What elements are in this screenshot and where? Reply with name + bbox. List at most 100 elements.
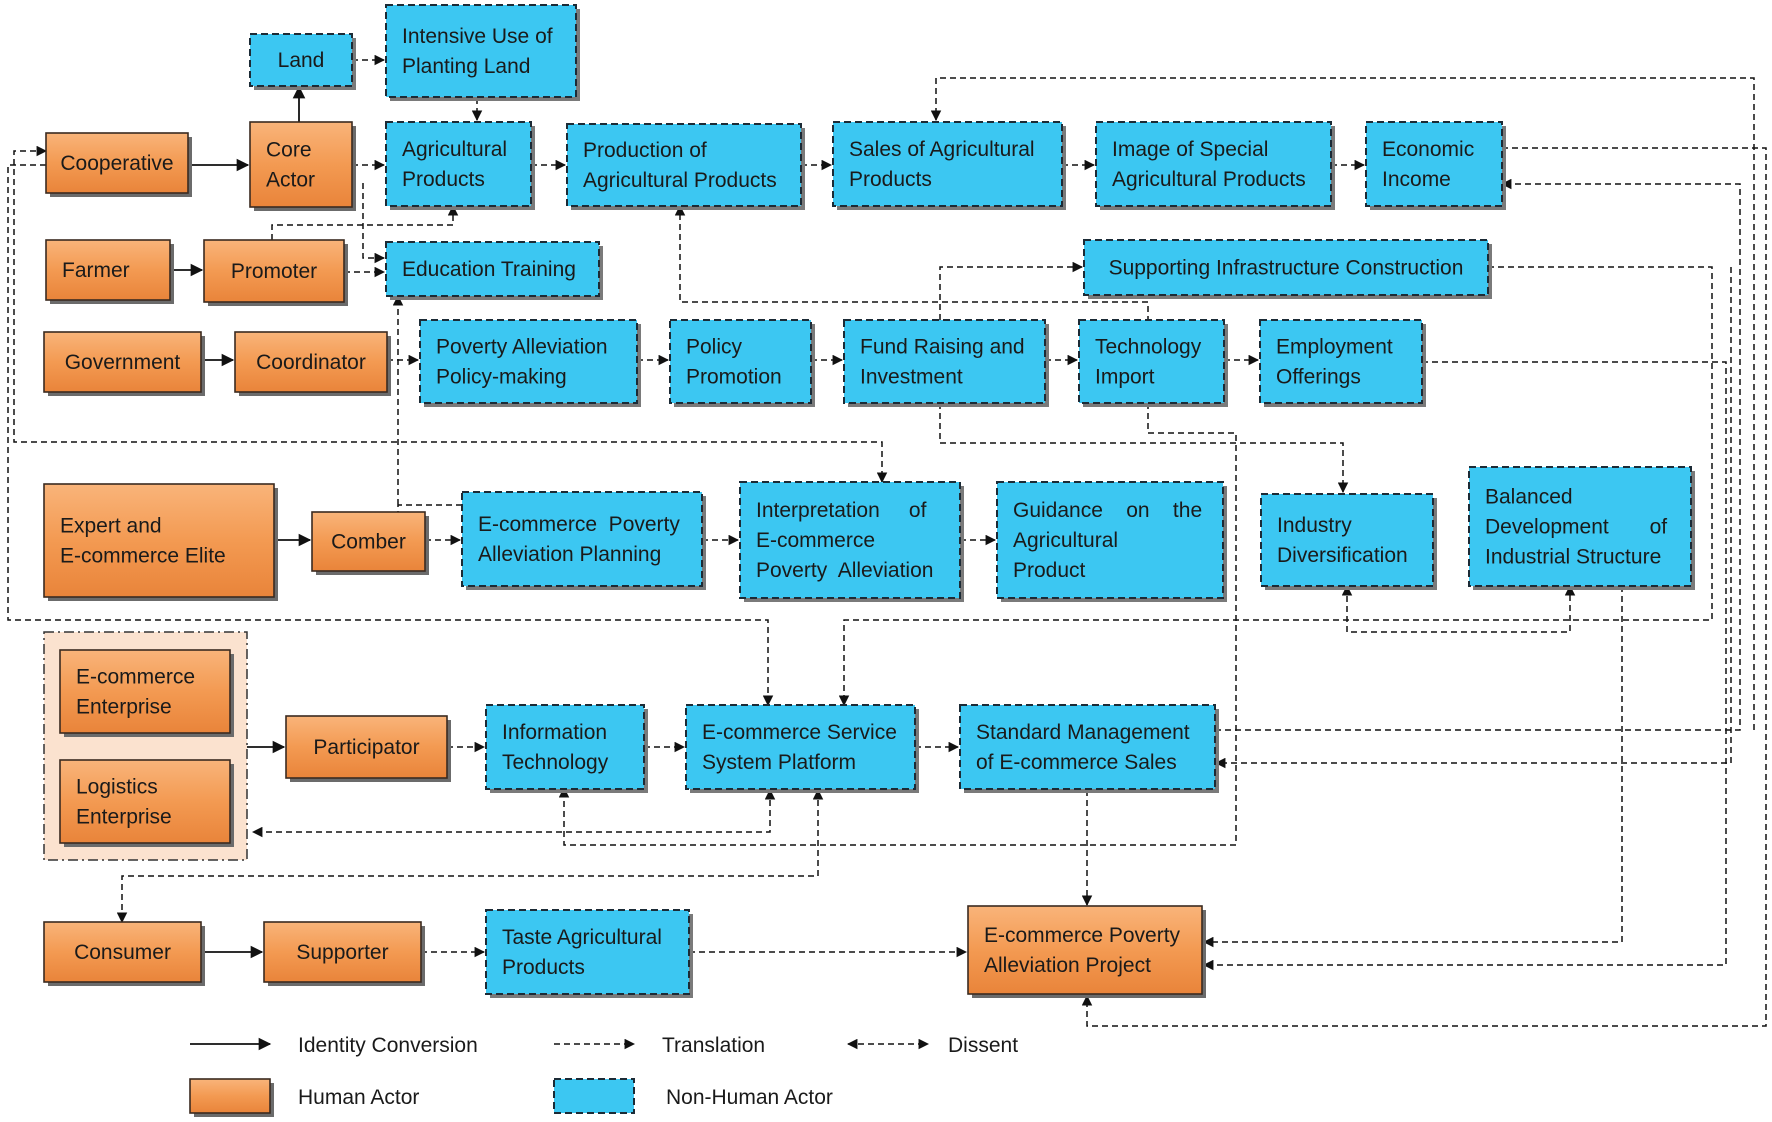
node-box <box>59 759 231 844</box>
node-participator: Participator <box>285 715 451 782</box>
edge-income-project <box>1081 147 1767 1027</box>
node-label: Industrial Structure <box>1485 546 1661 569</box>
node-label: Standard Management <box>976 721 1190 744</box>
node-label: Core <box>266 139 312 162</box>
node-label: Image of Special <box>1112 138 1268 161</box>
node-box <box>461 491 703 587</box>
node-land: Land <box>249 33 356 90</box>
edge-tech-production <box>674 204 1149 322</box>
node-box <box>566 123 802 207</box>
node-label: Products <box>502 956 585 979</box>
edge-infra-platform <box>838 266 1713 707</box>
node-box <box>59 649 231 734</box>
node-label: Sales of Agricultural <box>849 138 1035 161</box>
node-label: Farmer <box>62 259 130 282</box>
node-label: Comber <box>331 531 406 554</box>
node-label: System Platform <box>702 751 856 774</box>
node-label: Employment <box>1276 336 1393 359</box>
diagram-edges <box>7 54 1767 1027</box>
node-box <box>385 4 577 98</box>
node-label: Consumer <box>74 941 171 964</box>
node-comber: Comber <box>311 511 429 575</box>
node-box <box>234 331 388 393</box>
edge-core-education <box>362 183 386 264</box>
edge-standard-income <box>1215 178 1741 731</box>
node-label: Interpretation of <box>756 499 927 522</box>
node-box <box>249 121 353 208</box>
node-label: Education Training <box>402 258 576 281</box>
node-education-training: Education Training <box>385 241 603 300</box>
node-label: Expert and <box>60 515 162 538</box>
edge-fund-infra <box>939 261 1084 320</box>
node-box <box>285 715 448 779</box>
node-box <box>203 239 345 303</box>
node-label: Information <box>502 721 607 744</box>
node-label: Enterprise <box>76 806 172 829</box>
legend-identity-conversion: Identity Conversion <box>298 1034 478 1057</box>
node-label: Production of <box>583 139 707 162</box>
node-box <box>385 241 600 297</box>
node-box <box>967 905 1203 995</box>
node-label: Product <box>1013 559 1086 582</box>
node-label: Supporting Infrastructure Construction <box>1109 257 1464 280</box>
node-label: Government <box>65 351 181 374</box>
node-farmer: Farmer <box>45 239 174 304</box>
node-label: Offerings <box>1276 366 1361 389</box>
node-label: E-commerce Service <box>702 721 897 744</box>
edge-infra-standard <box>1214 267 1732 769</box>
node-supporter: Supporter <box>263 921 425 986</box>
edge-cooperative-platform <box>7 164 774 707</box>
node-label: Guidance on the <box>1013 499 1202 522</box>
node-box <box>419 319 638 404</box>
node-label: Promoter <box>231 260 317 283</box>
edge-balanced-project <box>1202 586 1623 948</box>
node-label: Coordinator <box>256 351 366 374</box>
node-box <box>959 704 1216 790</box>
legend-nonhuman-swatch <box>553 1078 635 1114</box>
node-box <box>739 481 961 599</box>
node-box <box>263 921 422 983</box>
node-box <box>996 481 1224 599</box>
edge-platform-consumer <box>116 788 824 924</box>
node-coordinator: Coordinator <box>234 331 391 396</box>
node-label: Products <box>402 168 485 191</box>
node-label: Poverty Alleviation <box>756 559 933 582</box>
node-label: Alleviation Project <box>984 954 1151 977</box>
node-label: Alleviation Planning <box>478 543 661 566</box>
node-government: Government <box>43 331 205 396</box>
node-label: Cooperative <box>60 152 173 175</box>
node-box <box>1078 319 1225 404</box>
node-label: Actor <box>266 169 315 192</box>
node-box <box>832 121 1063 207</box>
node-label: Planting Land <box>402 55 530 78</box>
node-label: Import <box>1095 366 1155 389</box>
node-box <box>311 511 426 572</box>
node-box <box>685 704 916 790</box>
node-cooperative: Cooperative <box>45 132 192 197</box>
node-label: Policy <box>686 336 743 359</box>
node-label: Promotion <box>686 366 782 389</box>
node-label: Fund Raising and <box>860 336 1025 359</box>
legend-human-swatch <box>189 1078 271 1114</box>
node-box <box>43 483 275 598</box>
node-supporting-infra: Supporting Infrastructure Construction <box>1083 239 1492 299</box>
